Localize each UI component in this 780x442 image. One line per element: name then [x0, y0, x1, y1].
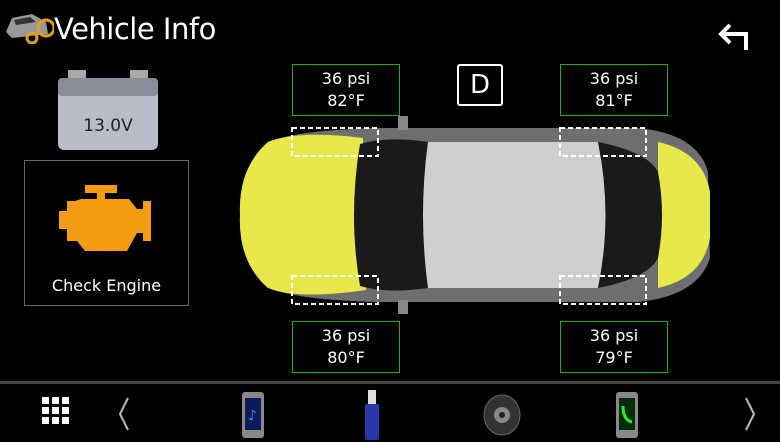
tire-pressure: 36 psi — [589, 326, 639, 345]
back-arrow-icon[interactable] — [716, 20, 752, 54]
tire-pressure: 36 psi — [321, 326, 371, 345]
bottom-bar: ♪ — [0, 381, 780, 442]
tire-pressure: 36 psi — [321, 69, 371, 88]
prev-arrow-icon[interactable] — [116, 396, 132, 432]
check-engine-warning: Check Engine — [24, 160, 189, 306]
check-engine-label: Check Engine — [51, 276, 162, 295]
phone-icon[interactable] — [614, 390, 640, 440]
battery-voltage-value: 13.0V — [83, 116, 133, 136]
next-arrow-icon[interactable] — [742, 396, 758, 432]
car-top-view — [239, 116, 710, 314]
tire-temp: 80°F — [327, 348, 365, 367]
menu-grid-icon[interactable] — [42, 397, 70, 425]
vehicle-info-car-icon — [6, 14, 54, 44]
tire-rear-right: 36 psi 79°F — [560, 321, 668, 373]
svg-text:♪: ♪ — [248, 408, 257, 424]
battery-voltage: 13.0V — [54, 68, 162, 152]
tire-front-left: 36 psi 82°F — [292, 64, 400, 116]
tire-rear-left: 36 psi 80°F — [292, 321, 400, 373]
speaker-icon[interactable] — [482, 394, 522, 436]
check-engine-icon — [59, 185, 151, 251]
usb-icon[interactable] — [364, 390, 380, 442]
tire-temp: 79°F — [595, 348, 633, 367]
battery-icon — [58, 70, 158, 150]
tire-temp: 81°F — [595, 91, 633, 110]
tire-front-right: 36 psi 81°F — [560, 64, 668, 116]
page-title: Vehicle Info — [54, 12, 216, 46]
bluetooth-audio-icon[interactable]: ♪ — [240, 390, 266, 440]
gear-indicator: D — [457, 64, 503, 106]
tire-pressure: 36 psi — [589, 69, 639, 88]
tire-temp: 82°F — [327, 91, 365, 110]
